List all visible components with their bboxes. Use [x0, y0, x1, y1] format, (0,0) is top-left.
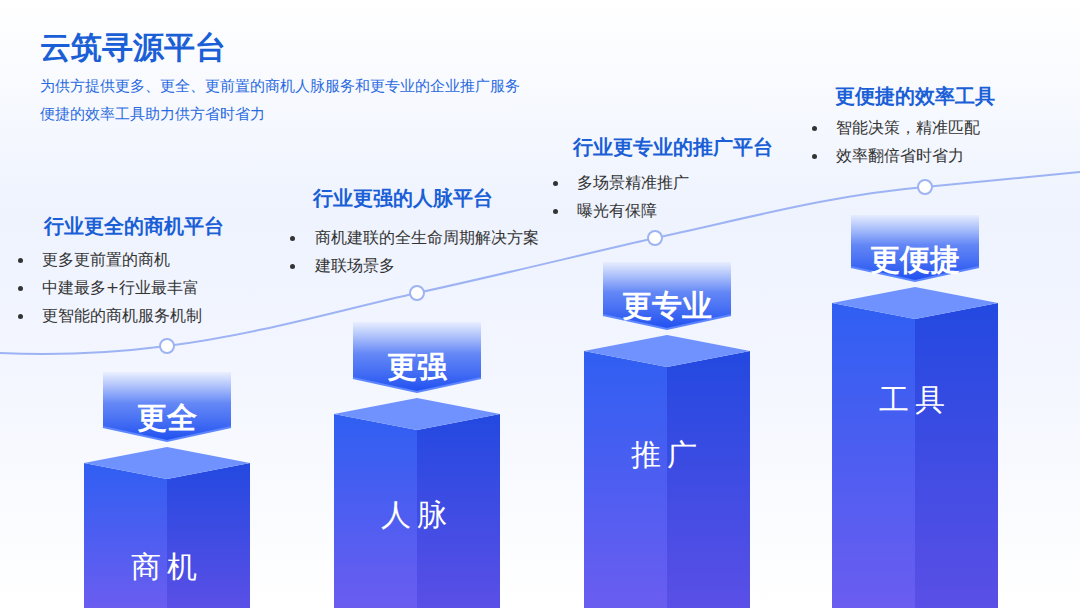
bullet-dot	[18, 314, 23, 319]
bullet-item: 更智能的商机服务机制	[42, 306, 202, 327]
bullet-dot	[290, 264, 295, 269]
curve-dot	[918, 180, 932, 194]
subtitle-line: 便捷的效率工具助力供方省时省力	[40, 105, 265, 124]
bullet-item: 建联场景多	[315, 256, 395, 277]
column-right-face	[915, 303, 998, 608]
column-label: 人脉	[334, 495, 500, 536]
column-label: 工具	[832, 380, 998, 421]
column-top	[84, 447, 250, 479]
bullet-dot	[812, 126, 817, 131]
bullet-item: 多场景精准推广	[577, 173, 689, 194]
feature-heading: 行业更全的商机平台	[44, 213, 224, 240]
column-label: 推广	[584, 435, 750, 476]
bar-column: 更便捷工具	[832, 215, 998, 608]
feature-heading: 更便捷的效率工具	[835, 83, 995, 110]
curve-dot	[410, 286, 424, 300]
bullet-item: 效率翻倍省时省力	[836, 146, 964, 167]
bullet-dot	[812, 154, 817, 159]
curve-dot	[648, 231, 662, 245]
bullet-item: 智能决策，精准匹配	[836, 118, 980, 139]
column-top	[584, 335, 750, 367]
column-right-face	[167, 463, 250, 608]
bullet-dot	[553, 181, 558, 186]
cap-label: 更全	[84, 398, 250, 439]
bullet-dot	[553, 209, 558, 214]
curve-dots	[160, 180, 932, 353]
bar-column: 更全商机	[84, 372, 250, 608]
column-right-face	[667, 351, 750, 608]
bullet-dot	[18, 286, 23, 291]
cap-label: 更强	[334, 347, 500, 388]
column-top	[334, 398, 500, 430]
bullet-item: 中建最多+行业最丰富	[42, 278, 199, 299]
bar-column: 更专业推广	[584, 262, 750, 608]
feature-heading: 行业更专业的推广平台	[573, 134, 773, 161]
cap-label: 更专业	[584, 286, 750, 327]
curve-dot	[160, 339, 174, 353]
column-left-face	[84, 463, 167, 608]
feature-heading: 行业更强的人脉平台	[313, 185, 493, 212]
column-left-face	[584, 351, 667, 608]
bullet-dot	[290, 236, 295, 241]
column-left-face	[832, 303, 915, 608]
bar-column: 更强人脉	[334, 322, 500, 608]
column-label: 商机	[84, 547, 250, 588]
column-top	[832, 287, 998, 319]
page-title: 云筑寻源平台	[40, 27, 226, 69]
bullet-dot	[18, 258, 23, 263]
bullet-item: 更多更前置的商机	[42, 250, 170, 271]
bullet-item: 曝光有保障	[577, 201, 657, 222]
cap-label: 更便捷	[832, 240, 998, 281]
bullet-item: 商机建联的全生命周期解决方案	[315, 228, 539, 249]
subtitle-line: 为供方提供更多、更全、更前置的商机人脉服务和更专业的企业推广服务	[40, 77, 520, 96]
